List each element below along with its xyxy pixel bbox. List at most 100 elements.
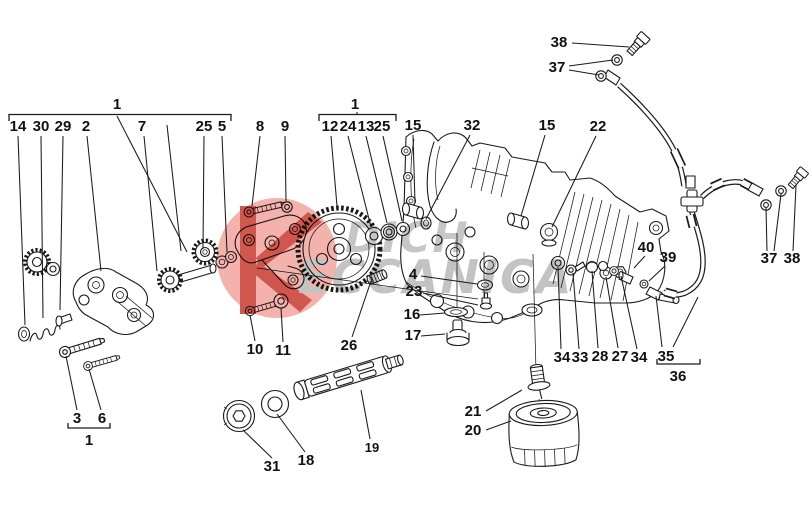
leader-line-14	[17, 135, 26, 326]
callout-33: 33	[572, 349, 589, 366]
callout-21: 21	[465, 403, 482, 420]
leader-line-4	[420, 275, 478, 285]
leader-line-37	[773, 193, 782, 252]
pump-drive-gear	[157, 267, 183, 293]
leader-line-17	[420, 333, 446, 337]
leader-line-27	[605, 276, 619, 349]
leader-line-32	[425, 134, 471, 220]
filter-union-21	[527, 363, 551, 400]
callout-40: 40	[638, 239, 655, 256]
washer-16	[443, 306, 469, 318]
bolt-33	[565, 261, 586, 276]
banjo-bolt-38-right	[786, 166, 810, 191]
leader-line-30	[40, 135, 44, 319]
watermark-line2: ECCANICA	[298, 250, 574, 304]
oil-strainer-assembly	[222, 354, 404, 433]
callout-15: 15	[539, 117, 556, 134]
callout-1: 1	[85, 432, 93, 449]
oil-lines	[595, 30, 810, 300]
leader-line-37	[568, 59, 614, 67]
leader-line-9	[284, 135, 287, 202]
leader-line-15	[412, 134, 416, 204]
callout-6: 6	[98, 410, 106, 427]
callout-35: 35	[658, 348, 675, 365]
strainer-plug-31	[222, 399, 256, 433]
leader-line-19	[360, 389, 371, 440]
callout-17: 17	[405, 327, 422, 344]
callout-24: 24	[340, 118, 357, 135]
leader-line-38	[571, 42, 630, 48]
callout-14: 14	[10, 118, 27, 135]
bracket-assembly-36	[656, 359, 701, 365]
leader-line-21	[485, 389, 523, 412]
union-40	[618, 270, 634, 285]
leader-line-39	[648, 265, 666, 282]
bypass-plug	[17, 326, 31, 342]
leader-line-34	[557, 266, 562, 350]
filter-cartridge-20	[508, 399, 580, 468]
case-fasteners	[256, 233, 542, 410]
bolt-23	[479, 292, 493, 310]
callout-23: 23	[406, 283, 423, 300]
watermark-line1: DICH	[345, 213, 469, 262]
leader-line-38	[792, 184, 797, 252]
strainer-tube-19	[293, 354, 404, 401]
leader-line-37	[568, 69, 600, 76]
callout-25: 25	[196, 118, 213, 135]
dome-nut-28	[585, 260, 599, 274]
leader-line-40	[633, 255, 646, 269]
banjo-bolt-40-head	[597, 260, 609, 272]
washer-37-top	[611, 54, 623, 66]
leader-line-23	[422, 292, 479, 306]
callout-2: 2	[82, 118, 90, 135]
callout-1: 1	[351, 96, 359, 113]
leader-line-13	[365, 135, 388, 224]
callout-22: 22	[590, 118, 607, 135]
oil-filter-assembly	[508, 363, 580, 468]
leader-line-34	[620, 275, 638, 350]
callout-16: 16	[404, 306, 421, 323]
callout-27: 27	[612, 348, 629, 365]
pump-idler-gear	[191, 238, 219, 266]
relief-valve-17	[446, 319, 470, 347]
leader-line-31	[242, 429, 273, 459]
leader-line-37	[765, 207, 768, 252]
callout-34: 34	[631, 349, 648, 366]
callout-29: 29	[55, 118, 72, 135]
callout-39: 39	[660, 249, 677, 266]
leader-line-24	[347, 135, 372, 228]
leader-line-35	[655, 295, 663, 348]
callout-25: 25	[374, 118, 391, 135]
leader-line-25	[202, 135, 205, 250]
callout-20: 20	[465, 422, 482, 439]
leader-line-8	[251, 135, 261, 207]
leader-line-33	[572, 272, 580, 350]
pump-screw-6	[82, 352, 122, 372]
callout-11: 11	[275, 342, 291, 359]
leader-line-25	[382, 135, 403, 222]
callout-38: 38	[551, 34, 568, 51]
leader-line-18	[276, 413, 306, 453]
callout-18: 18	[298, 452, 315, 469]
callout-28: 28	[592, 348, 609, 365]
callout-5: 5	[218, 118, 226, 135]
callout-9: 9	[281, 118, 289, 135]
callout-34: 34	[554, 349, 571, 366]
callout-26: 26	[341, 337, 358, 354]
pump-shaft	[177, 264, 216, 283]
bracket-assembly-1-left	[8, 113, 232, 121]
pump-screw-3	[57, 334, 107, 360]
callout-37: 37	[549, 59, 566, 76]
leader-line-2	[86, 135, 102, 272]
callout-8: 8	[256, 118, 264, 135]
leader-line-3	[65, 355, 78, 411]
leader-line-1	[116, 115, 188, 253]
callout-3: 3	[73, 410, 81, 427]
callout-13: 13	[358, 118, 375, 135]
watermark-mark	[240, 206, 322, 314]
leader-line-28	[591, 270, 599, 349]
leader-line-7	[143, 135, 158, 272]
